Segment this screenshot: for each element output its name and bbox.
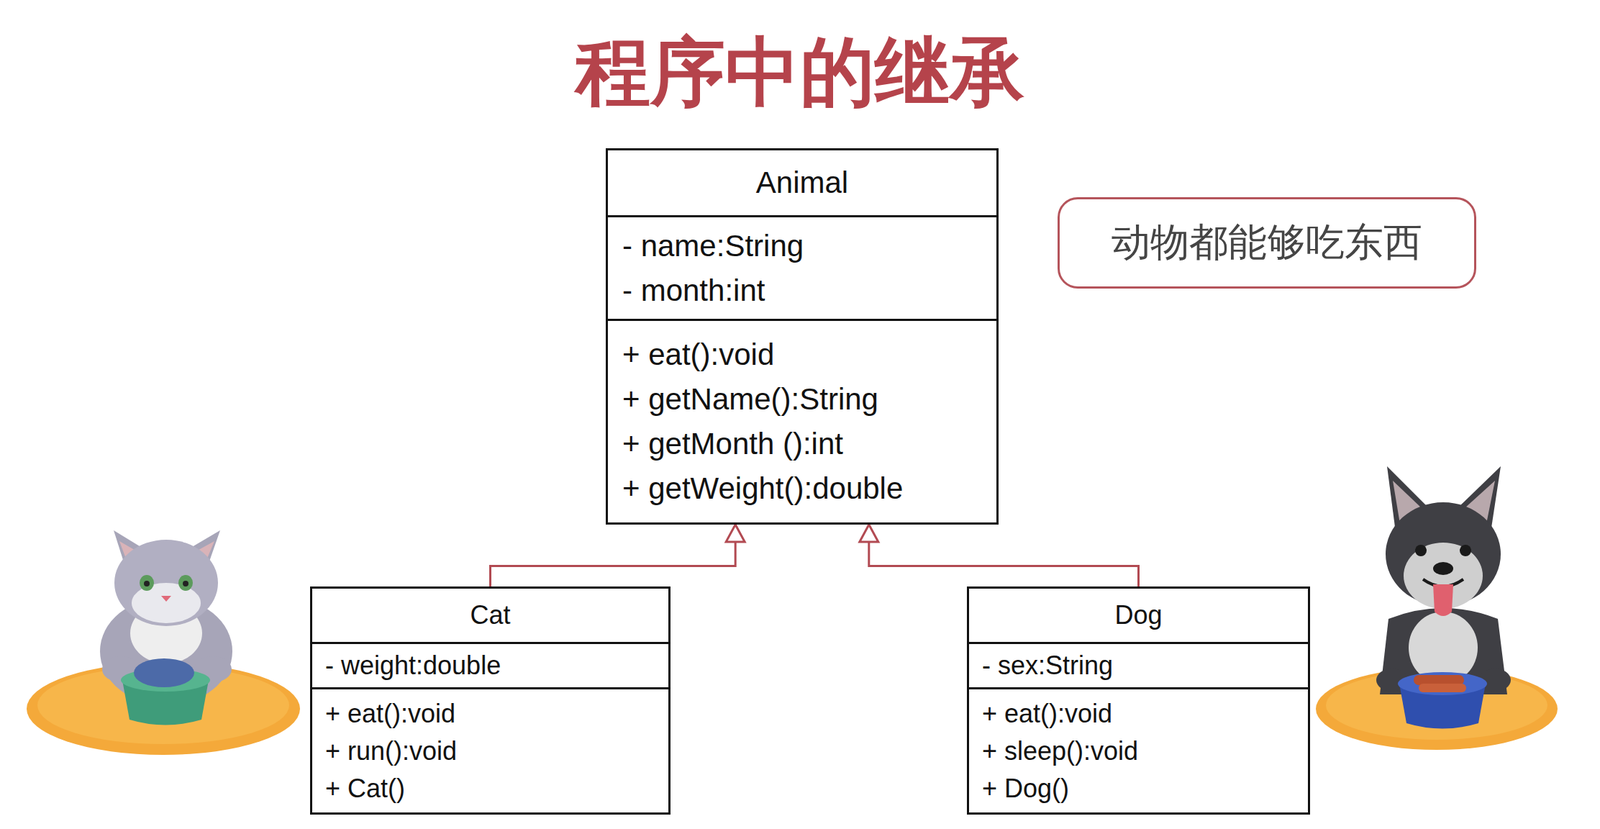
method-text: + Dog() [982,769,1070,808]
class-name-section: Dog [969,588,1308,642]
connector-line [490,541,736,587]
method-text: + getMonth ():int [622,421,844,467]
attribute-text: - month:int [622,268,765,313]
dog-nose [1433,561,1454,575]
diagram-title: 程序中的继承 [0,27,1600,118]
cat-pupil-right [182,580,189,587]
attribute-section: - name:String- month:int [607,215,997,319]
attribute-section: - weight:double [312,641,669,688]
class-name: Dog [1114,596,1162,634]
inheritance-connector [859,524,1139,587]
class-name: Animal [756,160,849,206]
dog-mat-inner [1325,670,1548,740]
method-section: + eat():void+ run():void+ Cat() [312,687,669,813]
class-name: Cat [469,596,511,634]
cat-eye-right [178,574,193,591]
method-section: + eat():void+ getName():String+ getMonth… [607,318,997,523]
method-text: + eat():void [982,694,1113,733]
cat-cheeks [131,582,201,624]
class-box: Animal- name:String- month:int+ eat():vo… [605,148,999,525]
method-text: + Cat() [325,769,406,808]
method-section: + eat():void+ sleep():void+ Dog() [969,687,1308,813]
dog-mat [1315,667,1558,750]
inheritance-arrowhead [725,524,745,542]
dog-eye-right [1459,544,1472,557]
method-text: + eat():void [325,694,456,733]
inheritance-arrowhead [859,524,879,542]
method-text: + getName():String [622,376,879,422]
method-text: + getWeight():double [622,466,903,511]
attribute-text: - weight:double [325,646,501,685]
class-box: Cat- weight:double+ eat():void+ run():vo… [310,586,671,815]
dog-bowl-rim [1397,671,1488,695]
attribute-text: - sex:String [982,646,1113,685]
cat-eye-left [139,574,154,591]
dog-eye-left [1415,544,1427,557]
cat-fish [133,658,195,688]
dog-sausage [1418,683,1467,693]
inheritance-connector [490,524,746,587]
class-name-section: Cat [312,588,669,642]
cat-illustration [26,530,300,755]
callout-text: 动物都能够吃东西 [1111,216,1423,270]
callout-box: 动物都能够吃东西 [1057,197,1477,289]
connector-line [869,541,1139,587]
dog-tongue [1433,584,1454,616]
class-name-section: Animal [607,150,997,216]
cat-nose [161,595,172,602]
attribute-text: - name:String [622,223,804,269]
cat-head [114,539,218,626]
cat-pupil-left [143,580,150,587]
dog-sausage [1413,674,1465,685]
class-box: Dog- sex:String+ eat():void+ sleep():voi… [966,586,1311,815]
method-text: + eat():void [622,332,775,377]
attribute-section: - sex:String [969,641,1308,688]
method-text: + sleep():void [982,732,1139,770]
method-text: + run():void [325,732,457,770]
dog-illustration [1315,466,1558,750]
